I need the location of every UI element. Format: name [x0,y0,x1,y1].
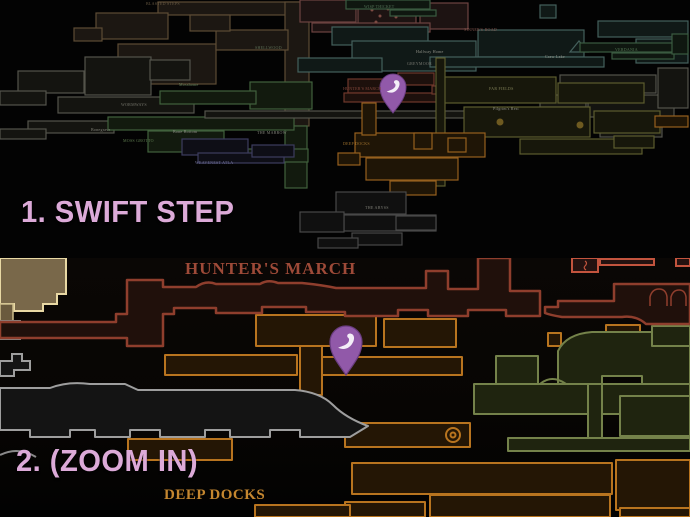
step-2-label: 2. (ZOOM IN) [16,443,199,478]
region-label: HUNTER'S MARCH [343,86,382,91]
zoom-cluster-far-fields [473,325,690,452]
map-cluster-far-fields [435,57,661,187]
map-cluster-abyss [299,191,437,249]
map-cluster-weavenest [181,138,295,164]
overview-map-panel: BLASTED STEPS WISP THICKET SINNER'S ROAD SH… [0,0,690,258]
region-label: WORMWAYS [121,102,147,107]
zoom-map-image [0,258,690,517]
region-label-deep-docks: DEEP DOCKS [164,487,266,503]
region-label: DEEP DOCKS [343,141,370,146]
region-label: Bone Bottom [173,129,198,134]
step-1-label: 1. SWIFT STEP [21,194,235,229]
location-pin [329,325,363,377]
map-far-fields-dots [496,118,584,129]
region-label: THE ABYSS [365,205,389,210]
region-label: Bonegrave [91,127,111,132]
region-label: Craw Lake [545,54,565,59]
region-label: BLASTED STEPS [146,1,180,6]
zoom-cluster-tan-room [0,258,67,323]
map-cluster-greymoor [297,4,689,73]
region-label: SINNER'S ROAD [464,27,497,32]
overview-map-image [0,0,689,249]
region-label: WEAVENEST ATLA [195,160,234,165]
zoom-cluster-hunters-march [0,258,690,348]
region-label: GREYMOOR [407,61,432,66]
swift-step-icon [338,333,355,349]
region-label: Mosshome [179,82,199,87]
region-label: THE MARROW [257,130,287,135]
map-cluster-deep-docks [337,102,689,196]
region-label: FAR FIELDS [489,86,514,91]
map-cluster-verdania [345,0,689,60]
region-label: Halfway Home [416,49,444,54]
region-label: MOSS GROTTO [123,138,154,143]
swift-step-icon [386,80,400,93]
region-label: Pilgrim's Rest [493,106,519,111]
region-label: SHELLWOOD [255,45,282,50]
zoom-cluster-bright-red [571,258,690,273]
zoom-map-panel [0,258,690,517]
region-label-hunters-march: HUNTER'S MARCH [185,259,357,278]
region-label: WISP THICKET [364,4,395,9]
zoom-cluster-dock-ship [0,353,369,458]
region-label: VERDANIA [615,47,638,52]
location-pin [379,73,407,114]
